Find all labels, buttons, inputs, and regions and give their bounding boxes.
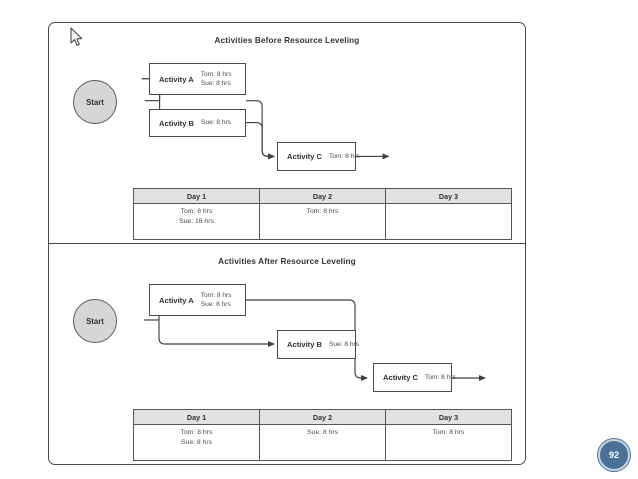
node-activity-c-after[interactable]: Activity C Tom: 8 hrs (373, 363, 456, 392)
arrow-pointer-icon (70, 27, 83, 46)
node-activity-a-before[interactable]: Activity A Tom: 8 hrs Sue: 8 hrs (149, 63, 246, 95)
column-header-day-3: Day 3 (385, 409, 512, 425)
node-activity-b-after[interactable]: Activity B Sue: 8 hrs (277, 330, 360, 359)
section-before-resource-leveling: Activities Before Resource Leveling (49, 23, 525, 244)
node-resources: Tom: 8 hrs Sue: 8 hrs (200, 70, 232, 87)
section-title-before: Activities Before Resource Leveling (214, 36, 360, 45)
table-header-row: Day 1 Day 2 Day 3 (133, 188, 512, 204)
column-header-day-1: Day 1 (133, 409, 260, 425)
node-resources: Sue: 8 hrs (329, 340, 360, 348)
section-title-after: Activities After Resource Leveling (218, 257, 356, 266)
node-activity-c-before[interactable]: Activity C Tom: 8 hrs (277, 142, 360, 171)
node-resources: Tom: 8 hrs (425, 373, 456, 381)
start-node-before: Start (73, 80, 117, 124)
column-header-day-1: Day 1 (133, 188, 260, 204)
column-header-day-2: Day 2 (259, 188, 386, 204)
cell-day-3 (385, 203, 512, 240)
node-resources: Tom: 8 hrs (329, 152, 360, 160)
node-label: Activity A (159, 295, 194, 305)
node-label: Activity C (383, 373, 419, 382)
column-header-day-2: Day 2 (259, 409, 386, 425)
cell-day-2: Sue: 8 hrs (259, 424, 386, 461)
node-label: Activity A (159, 74, 194, 84)
node-resources: Sue: 8 hrs (201, 119, 232, 127)
page-number-badge[interactable]: 92 (598, 439, 630, 471)
node-activity-b-before[interactable]: Activity B Sue: 8 hrs (149, 109, 246, 137)
node-label: Activity C (287, 152, 323, 161)
node-label: Activity B (159, 118, 195, 128)
node-label: Activity B (287, 340, 323, 349)
node-resources: Tom: 8 hrs Sue: 8 hrs (200, 291, 232, 308)
table-header-row: Day 1 Day 2 Day 3 (133, 409, 512, 425)
slide-container: Activities Before Resource Leveling (48, 22, 526, 465)
cell-day-2: Tom: 8 hrs (259, 203, 386, 240)
start-node-after: Start (73, 299, 117, 343)
column-header-day-3: Day 3 (385, 188, 512, 204)
cell-day-3: Tom: 8 hrs (385, 424, 512, 461)
node-activity-a-after[interactable]: Activity A Tom: 8 hrs Sue: 8 hrs (149, 284, 246, 316)
section-after-resource-leveling: Activities After Resource Leveling (49, 244, 525, 466)
